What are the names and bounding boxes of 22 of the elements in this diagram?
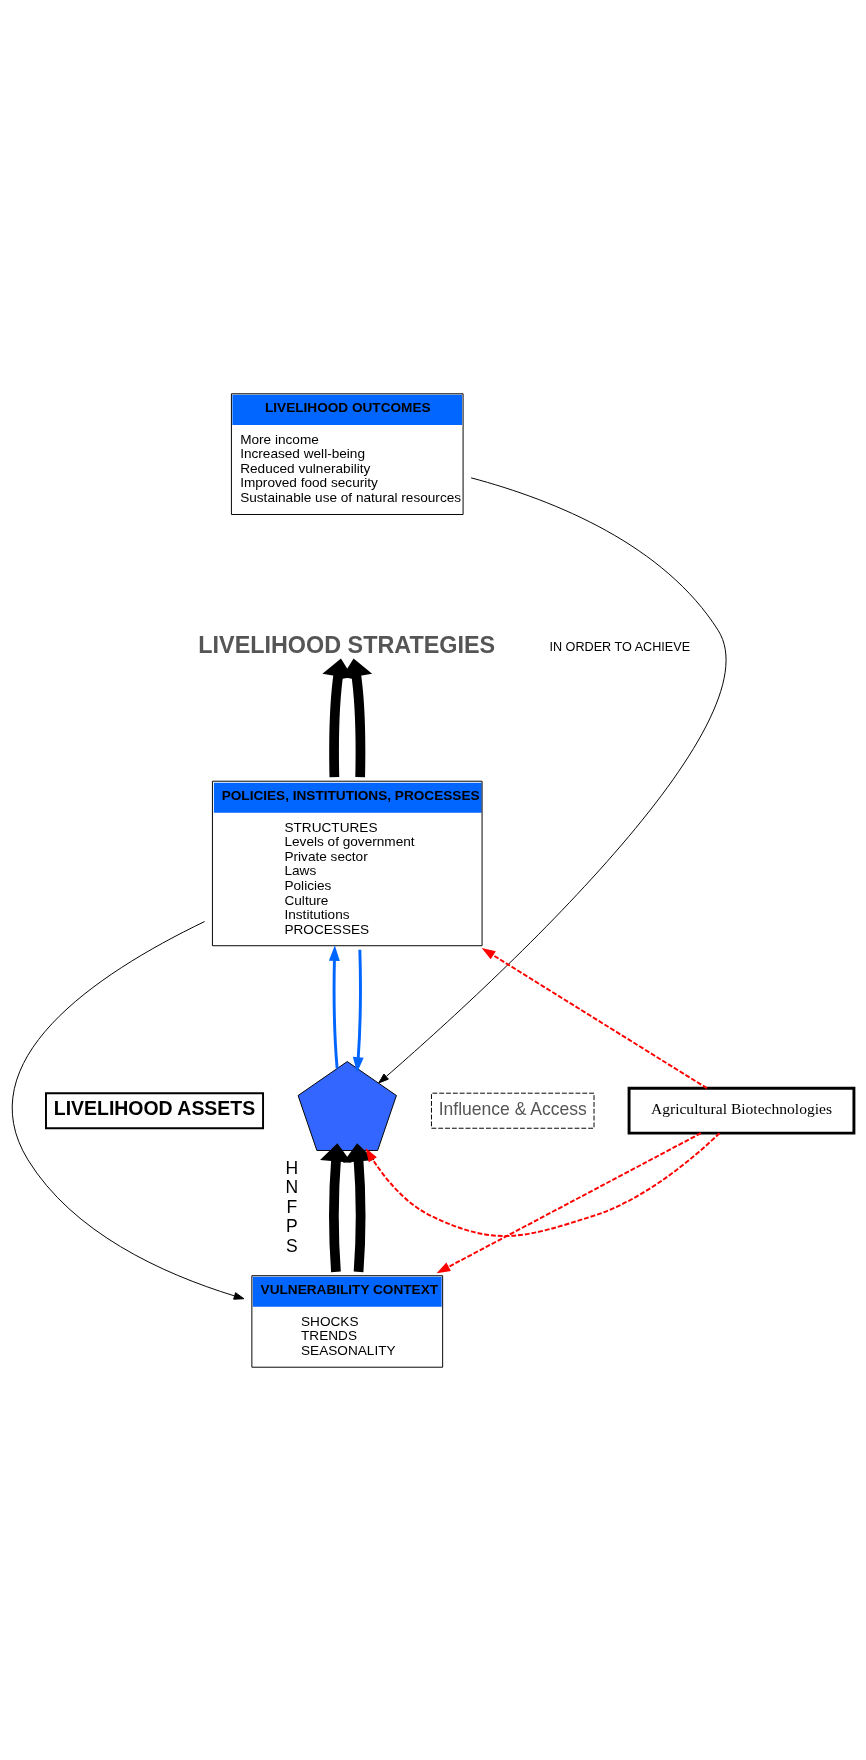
arrow	[342, 1142, 375, 1272]
arrow	[340, 658, 373, 777]
node-pentagon	[297, 1060, 397, 1151]
arrow	[378, 476, 727, 1083]
node-label: P	[285, 1215, 298, 1236]
arrow	[322, 658, 354, 777]
arrow	[328, 944, 340, 1069]
node-label: N	[285, 1176, 299, 1197]
node-box: Agricultural Biotechnologies	[627, 1086, 856, 1135]
node-text: LIVELIHOOD STRATEGIES	[198, 631, 496, 658]
node-box: Influence & Access	[430, 1092, 595, 1129]
arrow	[11, 920, 245, 1300]
arrow	[365, 1131, 721, 1237]
arrow	[436, 1131, 702, 1273]
node-label: F	[286, 1196, 298, 1217]
node-label: H	[285, 1157, 299, 1178]
node-box: LIVELIHOOD ASSETS	[45, 1091, 265, 1129]
arrow	[352, 949, 364, 1073]
label: IN ORDER TO ACHIEVE	[549, 639, 691, 654]
arrow	[320, 1142, 352, 1272]
node-label: S	[285, 1235, 298, 1256]
arrow	[481, 947, 708, 1089]
